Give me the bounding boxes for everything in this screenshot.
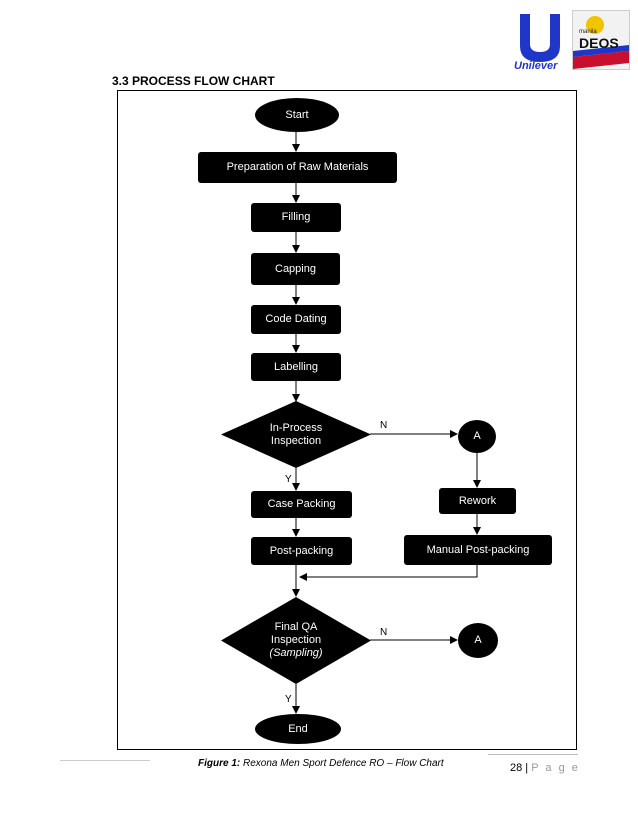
- inprocess-line2: Inspection: [270, 435, 322, 447]
- page-word: P a g e: [531, 762, 580, 774]
- final-line3: (Sampling): [269, 647, 323, 659]
- caption-text: Rexona Men Sport Defence RO – Flow Chart: [240, 758, 444, 769]
- end-node: End: [255, 714, 341, 744]
- flowchart-frame: [117, 90, 577, 750]
- caption-prefix: Figure 1:: [198, 758, 241, 769]
- case-packing-label: Case Packing: [267, 498, 336, 510]
- post-packing-box: Post-packing: [251, 537, 352, 565]
- page-number-value: 28: [510, 762, 523, 774]
- rework-label: Rework: [458, 494, 497, 507]
- case-packing-box: Case Packing: [251, 491, 352, 518]
- deos-wordmark: DEOS: [579, 35, 619, 51]
- start-node: Start: [255, 98, 339, 132]
- in-process-inspection-decision: In-Process Inspection: [221, 401, 371, 468]
- filling-box: Filling: [251, 203, 341, 232]
- final-line1: Final QA: [274, 621, 318, 633]
- deos-logo: manila DEOS: [572, 10, 630, 70]
- connector-a-2: A: [458, 623, 498, 658]
- y-label-1: Y: [285, 474, 292, 485]
- connector-a-1: A: [458, 420, 496, 453]
- figure-caption: Figure 1: Rexona Men Sport Defence RO – …: [198, 758, 444, 769]
- page-sep: |: [522, 762, 532, 774]
- a2-label: A: [474, 634, 482, 646]
- prep-label: Preparation of Raw Materials: [226, 161, 369, 173]
- n-label-1: N: [380, 420, 388, 431]
- end-label: End: [288, 722, 308, 735]
- deos-small-text: manila: [579, 29, 597, 35]
- inprocess-line1: In-Process: [269, 422, 323, 434]
- rework-box: Rework: [439, 488, 516, 514]
- y-label-2: Y: [285, 694, 292, 705]
- page-rule: [488, 754, 578, 755]
- decision-diamond-shape: [221, 597, 371, 684]
- decision-diamond-shape: [221, 401, 371, 468]
- unilever-logo: Unilever: [512, 10, 568, 72]
- final-line2: Inspection: [270, 634, 322, 646]
- manual-post-packing-box: Manual Post-packing: [404, 535, 552, 565]
- filling-label: Filling: [281, 211, 311, 223]
- labelling-label: Labelling: [273, 360, 319, 373]
- manual-post-label: Manual Post-packing: [426, 543, 530, 556]
- capping-box: Capping: [251, 253, 340, 285]
- code-dating-box: Code Dating: [251, 305, 341, 334]
- prep-raw-materials-box: Preparation of Raw Materials: [198, 152, 397, 183]
- arrow-manual-merge: [299, 565, 478, 581]
- post-packing-label: Post-packing: [269, 544, 334, 557]
- start-label: Start: [285, 108, 309, 121]
- footer-rule: [60, 760, 150, 761]
- page-number: 28 | P a g e: [510, 762, 580, 774]
- capping-label: Capping: [275, 262, 316, 275]
- unilever-wordmark: Unilever: [514, 60, 558, 72]
- code-dating-label: Code Dating: [265, 313, 327, 325]
- section-heading: 3.3 PROCESS FLOW CHART: [112, 74, 275, 88]
- final-qa-inspection-decision: Final QA Inspection (Sampling): [221, 597, 371, 684]
- n-label-2: N: [380, 627, 388, 638]
- labelling-box: Labelling: [251, 353, 341, 381]
- a1-label: A: [473, 430, 481, 442]
